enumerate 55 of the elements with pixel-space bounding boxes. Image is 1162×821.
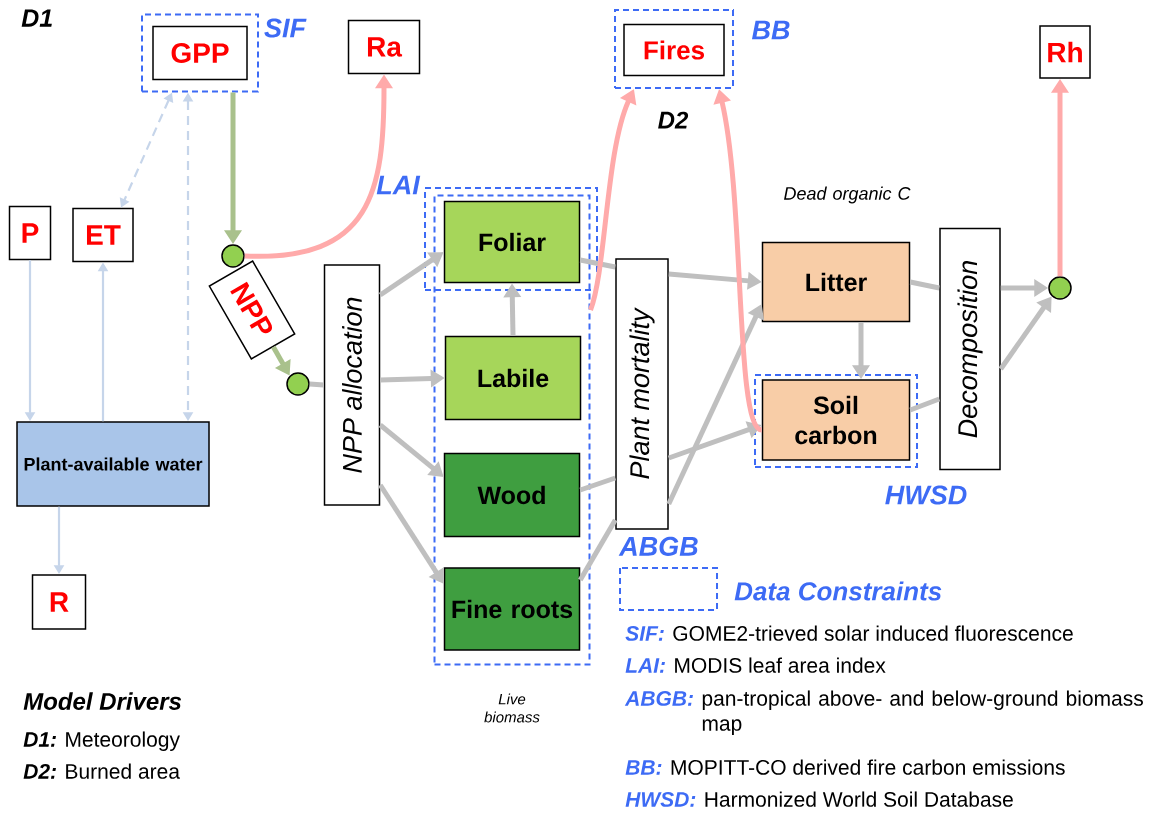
legend-key: D1:: [23, 732, 56, 747]
junction-circle: [1048, 276, 1072, 300]
process-label-box: NPP allocation: [323, 264, 381, 506]
legend-key: SIF:: [625, 626, 664, 641]
process-label-box: Plant mortality: [615, 258, 669, 530]
legend-text: pan-tropical above- and below-ground biomass map: [702, 690, 1143, 735]
connector-line: [578, 518, 618, 582]
caption-text: Dead organic C: [784, 186, 911, 204]
legend-text: Burned area: [66, 763, 180, 779]
constraint-box: [141, 13, 259, 93]
legend-key: ABGB:: [624, 691, 693, 706]
legend-key: D2:: [23, 764, 56, 779]
legend-text: Data Constraints: [734, 581, 942, 601]
flux-box: R: [31, 574, 87, 630]
connector-line: [309, 381, 324, 388]
legend-text: GOME2-trieved solar induced fluorescence: [673, 625, 1073, 641]
legend-key: LAI:: [625, 658, 665, 673]
connector-line: [579, 257, 616, 270]
process-label-box: Decomposition: [939, 227, 1001, 471]
constraint-box: [424, 187, 598, 291]
pool-box: Soil carbon: [761, 379, 911, 461]
connector-line: [579, 475, 617, 493]
flux-box: ET: [72, 207, 134, 263]
constraint-label: BB: [752, 20, 790, 40]
constraint-label: SIF: [264, 18, 307, 38]
constraint-label: HWSD: [885, 485, 967, 505]
junction-circle: [286, 372, 310, 396]
pool-box: Foliar: [443, 200, 581, 284]
constraint-box: [433, 194, 591, 666]
driver-label: D1: [21, 9, 52, 27]
caption-text: Live biomass: [484, 693, 540, 723]
constraint-label: ABGB: [618, 536, 698, 556]
pool-box: Wood: [443, 452, 581, 538]
pool-box: Labile: [444, 335, 582, 421]
constraint-label: LAI: [376, 175, 421, 195]
legend-text: MOPITT-CO derived fire carbon emissions: [671, 759, 1065, 775]
constraint-box: [754, 374, 918, 468]
legend-text: MODIS leaf area index: [675, 657, 886, 673]
connector-line: [909, 279, 940, 291]
driver-label: D2: [658, 111, 689, 129]
water-pool-box: Plant-available water: [16, 421, 210, 507]
constraint-box: [614, 9, 734, 89]
flux-box: Rh: [1039, 25, 1091, 79]
flux-box: GPP: [152, 25, 248, 81]
legend-heading: Model Drivers: [23, 692, 182, 710]
flux-box: Fires: [623, 23, 725, 77]
legend-key: BB:: [625, 760, 662, 775]
flux-box: P: [8, 205, 52, 261]
legend-text: Meteorology: [66, 731, 180, 751]
junction-circle: [221, 244, 245, 268]
pool-box: Fine roots: [443, 567, 581, 651]
legend-key: HWSD:: [625, 792, 696, 807]
pool-box: Litter: [761, 241, 911, 323]
flux-box: Ra: [347, 19, 421, 75]
legend-text: Harmonized World Soil Database: [705, 791, 1013, 807]
